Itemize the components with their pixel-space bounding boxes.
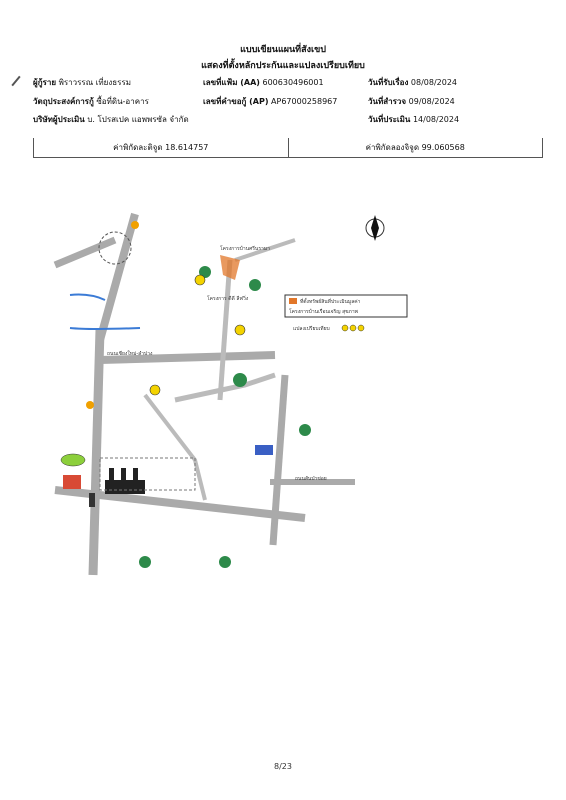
appraise-field: วันที่ประเมิน 14/08/2024 bbox=[368, 113, 459, 126]
applicant-field: ผู้กู้ราย พิราวรรณ เที่ยงธรรม bbox=[33, 76, 131, 89]
map-road-south bbox=[54, 486, 306, 522]
factory-boundary bbox=[99, 457, 196, 491]
survey-field: วันที่สำรวจ 09/08/2024 bbox=[368, 95, 455, 108]
coordinates-box: ค่าพิกัดละติจูด 18.614757 ค่าพิกัดลองจิจ… bbox=[33, 138, 543, 158]
pen-mark bbox=[11, 75, 21, 87]
tree-icon bbox=[139, 556, 151, 568]
map-road-inner-2 bbox=[143, 393, 207, 501]
map-road-inner bbox=[174, 372, 276, 403]
purpose-field: วัตถุประสงค์การกู้ ซื้อที่ดิน-อาคาร bbox=[33, 95, 149, 108]
tree-icon bbox=[249, 279, 261, 291]
file-field: เลขที่แฟ้ม (AA) 600630496001 bbox=[203, 76, 324, 89]
village-label-b: โครงการ ดีดี ลีฟวิ่ง bbox=[207, 295, 249, 302]
map-road-main bbox=[88, 329, 105, 576]
village-label-a: โครงการบ้านศรีนรามา bbox=[220, 245, 270, 252]
sun-icon bbox=[131, 221, 139, 229]
file-value: 600630496001 bbox=[262, 78, 324, 87]
latitude-value: 18.614757 bbox=[165, 143, 209, 152]
subject-property bbox=[220, 255, 240, 280]
file-label: เลขที่แฟ้ม (AA) bbox=[203, 78, 260, 87]
received-field: วันที่รับเรื่อง 08/08/2024 bbox=[368, 76, 457, 89]
longitude-cell: ค่าพิกัดลองจิจูด 99.060568 bbox=[289, 138, 543, 157]
page-number: 8/23 bbox=[274, 762, 292, 771]
map-road-north bbox=[96, 212, 139, 342]
map-road-east bbox=[269, 374, 289, 546]
tree-icon bbox=[219, 556, 231, 568]
map-green-sign bbox=[60, 453, 86, 467]
application-field: เลขที่คำขอกู้ (AP) AP67000258967 bbox=[203, 95, 337, 108]
compass-icon bbox=[365, 215, 385, 241]
sun-icon bbox=[86, 401, 94, 409]
map-dashed-circle bbox=[98, 231, 132, 265]
received-value: 08/08/2024 bbox=[410, 78, 458, 87]
company-value: บ. โปรสเปค แอพพรซัล จำกัด bbox=[87, 115, 189, 124]
map-road-west bbox=[53, 236, 117, 269]
map-building-blue bbox=[255, 445, 273, 455]
map-building-red bbox=[63, 475, 81, 489]
map-legend-box bbox=[284, 294, 408, 318]
tree-icon bbox=[199, 266, 211, 278]
comparable-marker-3 bbox=[149, 384, 161, 396]
tree-icon bbox=[299, 424, 311, 436]
map-road-ne bbox=[234, 238, 296, 262]
road-label-south: ถนนสันป่าข่อย bbox=[295, 476, 327, 482]
map-road-highway bbox=[99, 351, 276, 364]
application-value: AP67000258967 bbox=[271, 97, 338, 106]
factory-icon bbox=[105, 480, 145, 494]
map-river-1 bbox=[69, 293, 106, 301]
traffic-light-icon bbox=[89, 493, 95, 507]
tree-icon bbox=[233, 373, 247, 387]
survey-value: 09/08/2024 bbox=[408, 97, 455, 106]
received-label: วันที่รับเรื่อง bbox=[368, 78, 409, 87]
location-map-sketch: ที่ตั้งทรัพย์สินที่ประเมินมูลค่า โครงการ… bbox=[53, 212, 408, 576]
map-road-village bbox=[217, 259, 233, 401]
applicant-value: พิราวรรณ เที่ยงธรรม bbox=[58, 78, 132, 87]
comparable-marker-1 bbox=[194, 274, 206, 286]
latitude-cell: ค่าพิกัดละติจูด 18.614757 bbox=[34, 138, 289, 157]
application-label: เลขที่คำขอกู้ (AP) bbox=[203, 97, 269, 106]
document-title: แบบเขียนแผนที่สังเขป bbox=[240, 45, 326, 55]
longitude-value: 99.060568 bbox=[421, 143, 465, 152]
purpose-label: วัตถุประสงค์การกู้ bbox=[33, 97, 94, 106]
legend-swatch-subject bbox=[289, 298, 297, 304]
compare-label: แปลงเปรียบเทียบ bbox=[293, 325, 330, 332]
appraise-value: 14/08/2024 bbox=[412, 115, 460, 124]
legend-text-2: โครงการบ้านเรือนเจริญ สุขภาพ bbox=[289, 308, 358, 315]
document-subtitle: แสดงที่ตั้งหลักประกันและแปลงเปรียบเทียบ bbox=[201, 61, 365, 71]
map-river-2 bbox=[69, 327, 141, 330]
latitude-label: ค่าพิกัดละติจูด bbox=[113, 143, 163, 152]
comparable-marker-2 bbox=[234, 324, 246, 336]
survey-label: วันที่สำรวจ bbox=[368, 97, 407, 106]
purpose-value: ซื้อที่ดิน-อาคาร bbox=[96, 97, 149, 106]
appraise-label: วันที่ประเมิน bbox=[368, 115, 411, 124]
company-label: บริษัทผู้ประเมิน bbox=[33, 115, 85, 124]
legend-text-1: ที่ตั้งทรัพย์สินที่ประเมินมูลค่า bbox=[300, 296, 361, 305]
longitude-label: ค่าพิกัดลองจิจูด bbox=[365, 143, 420, 152]
company-field: บริษัทผู้ประเมิน บ. โปรสเปค แอพพรซัล จำก… bbox=[33, 113, 189, 126]
road-label-highway: ถนนเชียงใหม่-ลำปาง bbox=[107, 350, 153, 357]
applicant-label: ผู้กู้ราย bbox=[33, 78, 57, 87]
